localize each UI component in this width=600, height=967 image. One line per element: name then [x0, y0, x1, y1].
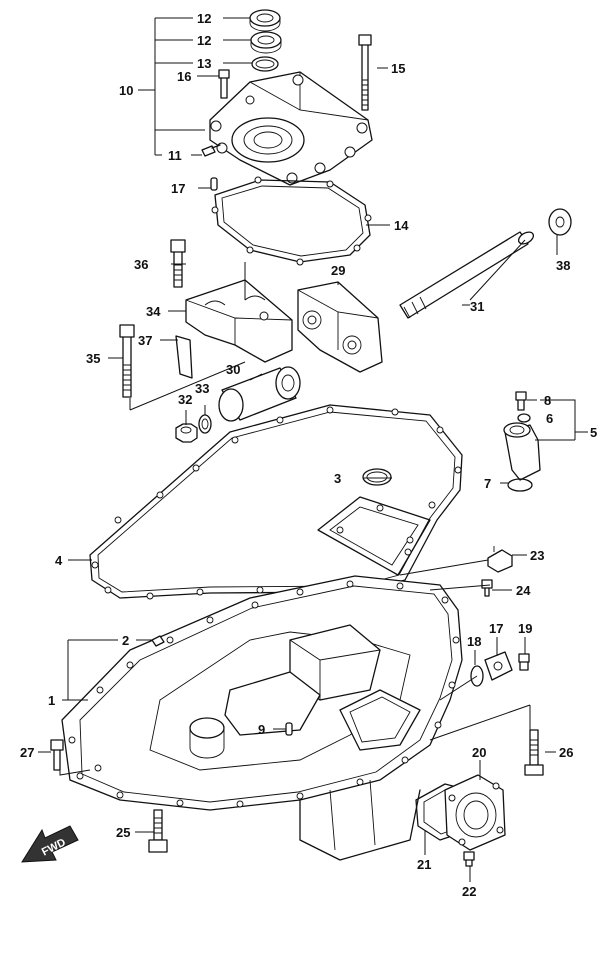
oring-7 — [507, 478, 533, 492]
washer-33 — [198, 414, 212, 434]
cover-plate — [209, 71, 373, 186]
callout-7: 7 — [484, 476, 491, 491]
callout-33: 33 — [195, 381, 209, 396]
bolt-15 — [358, 34, 372, 111]
callout-26: 25 — [116, 825, 130, 840]
cap-24 — [487, 546, 513, 573]
callout-17: 17 — [171, 181, 185, 196]
callout-21: 20 — [472, 745, 486, 760]
plate-18 — [484, 651, 513, 681]
oil-pan-1 — [61, 575, 463, 861]
callout-2: 2 — [122, 633, 129, 648]
callout-19: 18 — [467, 634, 481, 649]
bolt-27 — [524, 729, 544, 776]
callout-30: 30 — [226, 362, 240, 377]
bolt-8 — [515, 391, 527, 411]
plate-37 — [175, 335, 193, 379]
bolt-35 — [119, 324, 135, 398]
oring-19 — [470, 665, 484, 687]
callout-24: 23 — [530, 548, 544, 563]
callout-28: 27 — [20, 745, 34, 760]
elbow-5 — [503, 422, 541, 481]
callout-27: 26 — [559, 745, 573, 760]
drain-bolt-11 — [201, 144, 221, 157]
callout-37: 37 — [138, 333, 152, 348]
callout-6: 6 — [546, 411, 553, 426]
callout-13: 13 — [197, 56, 211, 71]
bracket-34 — [185, 279, 293, 363]
callout-9: 9 — [258, 722, 265, 737]
bolt-23 — [463, 851, 475, 867]
callout-18: 17 — [489, 621, 503, 636]
bolt-25 — [481, 579, 493, 597]
fwd-arrow: FWD — [21, 825, 79, 863]
callout-15: 15 — [391, 61, 405, 76]
pin-17 — [210, 177, 218, 191]
gasket-4 — [89, 404, 463, 600]
callout-10: 10 — [119, 83, 133, 98]
callout-34: 34 — [146, 304, 161, 319]
callout-16: 16 — [177, 69, 191, 84]
gasket-14 — [211, 176, 372, 266]
callout-31: 31 — [470, 299, 484, 314]
nut-32 — [175, 423, 198, 443]
callout-labels: 12 12 13 16 15 10 11 17 14 38 36 29 31 3… — [20, 11, 597, 899]
bolt-2 — [151, 635, 165, 647]
callout-12: 12 — [197, 33, 211, 48]
oring-3 — [362, 468, 392, 486]
callout-35: 35 — [86, 351, 100, 366]
pump-body-29 — [297, 281, 383, 373]
callout-23: 22 — [462, 884, 476, 899]
bolt-28 — [50, 739, 64, 771]
callout-8: 8 — [544, 393, 551, 408]
bolt-16 — [218, 69, 230, 99]
callout-5: 5 — [590, 425, 597, 440]
callout-38: 38 — [556, 258, 570, 273]
callout-14: 14 — [394, 218, 409, 233]
bolt-36 — [170, 239, 186, 288]
callout-22: 21 — [417, 857, 431, 872]
callout-36: 36 — [134, 257, 148, 272]
washer-38 — [548, 208, 572, 236]
seal-12-lower — [250, 31, 282, 54]
seal-12-upper — [249, 9, 281, 32]
callout-4: 4 — [55, 553, 63, 568]
rotor-30 — [218, 366, 301, 422]
oring-6 — [517, 413, 531, 423]
callout-25: 24 — [516, 583, 531, 598]
callout-11: 11 — [168, 148, 182, 163]
cover-21 — [444, 774, 506, 851]
callout-29: 29 — [331, 263, 345, 278]
oring-13 — [251, 56, 279, 72]
callout-20: 19 — [518, 621, 532, 636]
pin-9 — [285, 722, 293, 736]
callout-3: 3 — [334, 471, 341, 486]
leader-lines — [38, 17, 588, 882]
callout-1: 1 — [48, 693, 55, 708]
bolt-20 — [518, 653, 530, 671]
callout-12: 12 — [197, 11, 211, 26]
shaft-31 — [399, 231, 535, 319]
bolt-26 — [148, 809, 168, 853]
callout-32: 32 — [178, 392, 192, 407]
